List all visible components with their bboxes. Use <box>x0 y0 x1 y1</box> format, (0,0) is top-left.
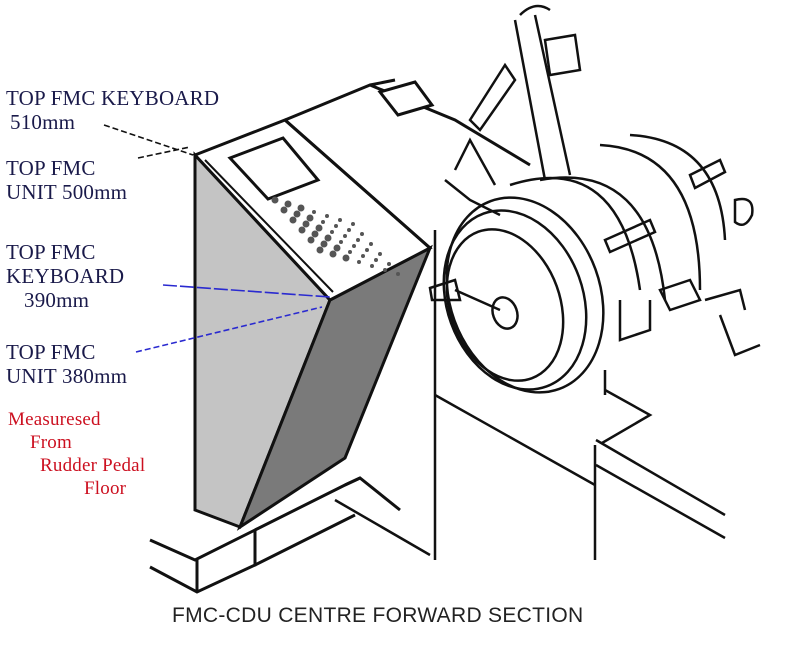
keypad-key <box>307 236 315 244</box>
keypad-key <box>293 210 301 218</box>
label-line: TOP FMC <box>6 156 96 180</box>
fmc-screen <box>227 136 321 201</box>
keypad-key <box>347 228 351 232</box>
keypad-key <box>325 214 329 218</box>
keypad-key <box>365 248 369 252</box>
keypad-key <box>280 206 288 214</box>
note-line: Floor <box>84 478 127 499</box>
keypad-key <box>302 220 310 228</box>
keypad-key <box>396 272 400 276</box>
label-line: UNIT 500mm <box>6 180 128 204</box>
note-measured-from: Measuresed From Rudder Pedal Floor <box>8 408 145 500</box>
keypad-key <box>289 216 297 224</box>
label-line: TOP FMC KEYBOARD <box>6 86 220 110</box>
leader-unit-380 <box>135 306 323 353</box>
keypad-key <box>356 238 360 242</box>
label-line: 510mm <box>10 110 76 134</box>
keypad-key <box>383 268 387 272</box>
keypad-key <box>330 230 334 234</box>
keypad-key <box>369 242 373 246</box>
keypad-key <box>315 224 323 232</box>
keypad-key <box>338 218 342 222</box>
keypad-key <box>271 196 279 204</box>
keypad-key <box>333 244 341 252</box>
leader-unit-500 <box>137 146 191 159</box>
keypad-key <box>298 226 306 234</box>
keypad-key <box>312 210 316 214</box>
keypad-key <box>348 250 352 254</box>
keypad-key <box>297 204 305 212</box>
keypad-key <box>339 240 343 244</box>
rear-panel <box>284 78 531 250</box>
keypad-key <box>351 222 355 226</box>
label-line: TOP FMC <box>6 340 96 364</box>
keypad-key <box>374 258 378 262</box>
keypad-key <box>324 234 332 242</box>
label-top-unit-500: TOP FMC UNIT 500mm <box>6 156 127 204</box>
floor-base <box>149 476 401 594</box>
keypad-key <box>306 214 314 222</box>
fmc-keypad <box>271 196 400 276</box>
keypad-key <box>321 220 325 224</box>
keypad-key <box>329 250 337 258</box>
label-top-keyboard-510: TOP FMC KEYBOARD 510mm <box>6 86 219 134</box>
keypad-key <box>352 244 356 248</box>
fmc-edge <box>204 159 334 293</box>
label-line: KEYBOARD <box>6 264 125 288</box>
keypad-key <box>342 254 350 262</box>
leader-lines <box>103 124 331 353</box>
note-line: Rudder Pedal <box>40 455 146 476</box>
throttle-quadrant <box>334 4 761 560</box>
keypad-key <box>357 260 361 264</box>
keypad-key <box>387 262 391 266</box>
keypad-key <box>316 246 324 254</box>
keypad-key <box>361 254 365 258</box>
keypad-key <box>370 264 374 268</box>
label-line: UNIT 380mm <box>6 364 128 388</box>
label-line: 390mm <box>24 288 90 312</box>
label-top-unit-380: TOP FMC UNIT 380mm <box>6 340 127 388</box>
keypad-key <box>343 234 347 238</box>
leader-keyboard-390 <box>162 284 331 298</box>
keypad-key <box>284 200 292 208</box>
note-line: Measuresed <box>8 409 101 430</box>
diagram-caption: FMC-CDU CENTRE FORWARD SECTION <box>172 604 584 627</box>
leader-keyboard-510 <box>103 124 194 156</box>
note-line: From <box>30 432 72 453</box>
keypad-key <box>311 230 319 238</box>
keypad-key <box>320 240 328 248</box>
label-line: TOP FMC <box>6 240 96 264</box>
keypad-key <box>378 252 382 256</box>
keypad-key <box>334 224 338 228</box>
label-top-keyboard-390: TOP FMC KEYBOARD 390mm <box>6 240 124 312</box>
keypad-key <box>360 232 364 236</box>
